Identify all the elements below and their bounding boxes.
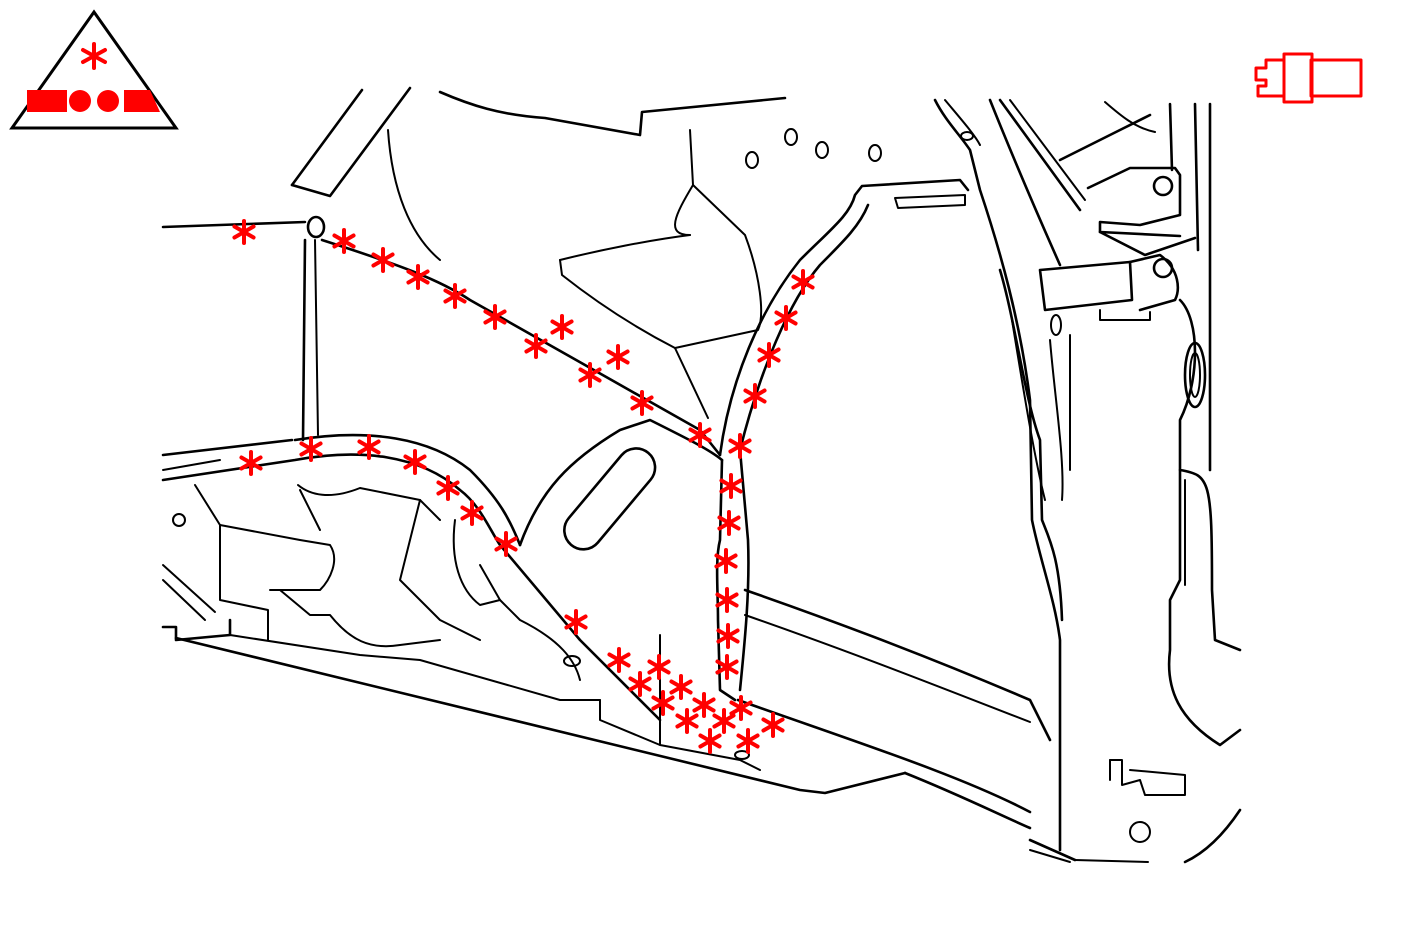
sealer-asterisk-icon [460, 500, 484, 526]
sealer-asterisk-icon [436, 475, 460, 501]
sealer-asterisk-icon [757, 342, 781, 368]
sealer-asterisk-icon [688, 422, 712, 448]
sealer-asterisk-icon [524, 333, 548, 359]
sealer-asterisk-icon [651, 690, 675, 716]
sealer-asterisk-icon [647, 654, 671, 680]
sealer-asterisk-icon [357, 434, 381, 460]
sealer-asterisk-icon [483, 304, 507, 330]
sealer-asterisk-icon [443, 283, 467, 309]
sealer-markers [232, 219, 815, 754]
sealer-asterisk-icon [714, 548, 738, 574]
sealer-asterisk-icon [403, 449, 427, 475]
sealer-asterisk-icon [715, 654, 739, 680]
sealer-asterisk-icon [239, 450, 263, 476]
sealer-asterisk-icon [232, 219, 256, 245]
sealer-asterisk-icon [729, 695, 753, 721]
vehicle-front-orientation-icon [1254, 52, 1363, 104]
sealer-asterisk-icon [736, 728, 760, 754]
sealer-asterisk-icon [728, 433, 752, 459]
sealer-asterisk-icon [692, 692, 716, 718]
sealer-asterisk-icon [299, 436, 323, 462]
sealer-asterisk-icon [578, 362, 602, 388]
sealer-asterisk-icon [669, 674, 693, 700]
sealer-asterisk-icon [715, 587, 739, 613]
sealer-asterisk-icon [630, 390, 654, 416]
sealer-asterisk-icon [761, 712, 785, 738]
sealer-asterisk-icon [494, 531, 518, 557]
sealer-asterisk-icon [332, 228, 356, 254]
sealer-asterisk-icon [371, 247, 395, 273]
sealer-asterisk-icon [743, 383, 767, 409]
sealer-asterisk-icon [606, 344, 630, 370]
sealer-asterisk-icon [791, 269, 815, 295]
sealer-asterisk-icon [716, 623, 740, 649]
sealer-warning-triangle-icon [9, 9, 179, 130]
sealer-asterisk-icon [675, 708, 699, 734]
sealer-asterisk-icon [406, 264, 430, 290]
sealer-asterisk-icon [774, 305, 798, 331]
sealer-asterisk-icon [564, 609, 588, 635]
sealer-asterisk-icon [628, 671, 652, 697]
sealer-asterisk-icon [717, 510, 741, 536]
sealer-asterisk-icon [712, 708, 736, 734]
sealer-asterisk-icon [719, 473, 743, 499]
sealer-asterisk-icon [607, 647, 631, 673]
sealer-asterisk-icon [550, 314, 574, 340]
sealer-asterisk-icon [698, 728, 722, 754]
